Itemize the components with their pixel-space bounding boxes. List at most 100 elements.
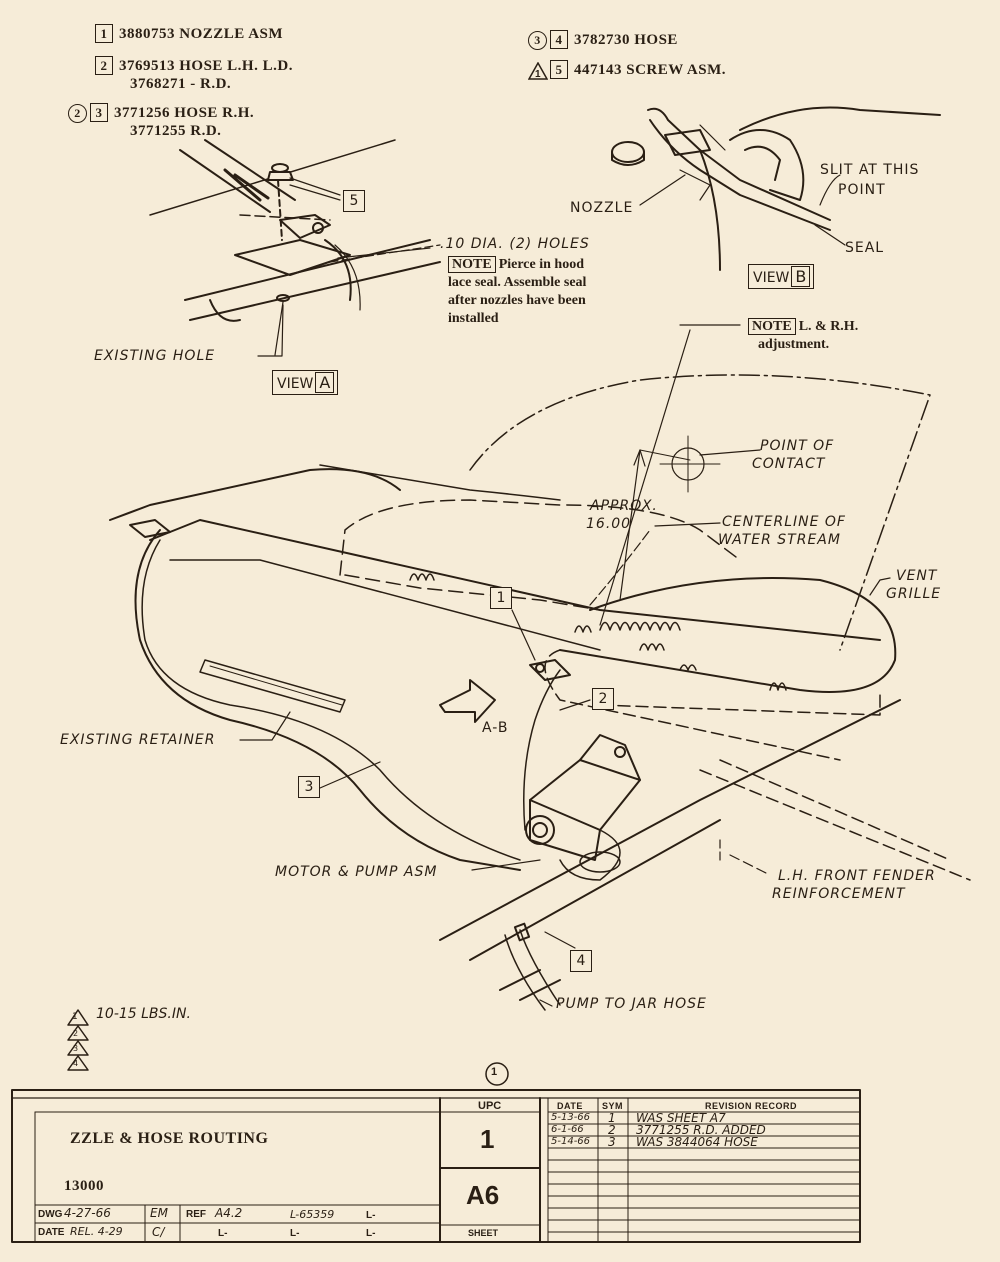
part-3-text-1: 3771256 HOSE R.H. xyxy=(114,105,255,121)
upc-value: 1 xyxy=(480,1124,495,1154)
sheet-circle-number: 1 xyxy=(491,1066,498,1078)
part-4-text: 3782730 HOSE xyxy=(574,32,678,48)
l-blank-2: L- xyxy=(218,1228,228,1239)
part-4-marker: 3 xyxy=(528,31,547,50)
group-value: A6 xyxy=(466,1180,500,1210)
rev-3-date: 5-14-66 xyxy=(551,1136,591,1147)
torque-marker: 1 xyxy=(72,1012,78,1022)
ab-label: A-B xyxy=(482,720,509,736)
rev-1-date: 5-13-66 xyxy=(551,1112,591,1123)
view-b-drawing xyxy=(611,106,941,271)
view-a-note-line-4: installed xyxy=(448,311,499,326)
slit-label-2: POINT xyxy=(838,182,886,198)
rel-value: REL. 4-29 xyxy=(70,1225,123,1238)
sym-col-header: SYM xyxy=(602,1101,624,1111)
part-box-5: 5 xyxy=(550,60,568,79)
view-a-note-tag: NOTE xyxy=(448,256,496,273)
part-3-marker: 2 xyxy=(68,104,87,123)
view-b-letter: B xyxy=(791,266,811,287)
flag-marker-3: 3 xyxy=(73,1044,79,1053)
part-1-text: 3880753 NOZZLE ASM xyxy=(119,26,284,42)
main-note-line-1: L. & R.H. xyxy=(798,319,859,334)
drawing-title: ZZLE & HOSE ROUTING xyxy=(70,1130,269,1147)
callout-3: 3 xyxy=(298,776,320,798)
seal-label: SEAL xyxy=(845,240,885,256)
torque-text: 10-15 LBS.IN. xyxy=(96,1006,191,1022)
part-row-2: 2 3769513 HOSE L.H. L.D. xyxy=(95,56,293,75)
view-a-word: VIEW xyxy=(277,376,314,392)
lh-fender-label-1: L.H. FRONT FENDER xyxy=(778,868,936,884)
l-blank-3: L- xyxy=(290,1228,300,1239)
vent-label-2: GRILLE xyxy=(886,586,942,602)
part-box-1: 1 xyxy=(95,24,113,43)
approx-label-1: APPROX. xyxy=(590,498,658,514)
date-col-header: DATE xyxy=(557,1101,583,1111)
rev-2-text: 3771255 R.D. ADDED xyxy=(636,1123,766,1137)
view-a-note-line-1: Pierce in hood xyxy=(498,257,584,272)
part-row-1: 1 3880753 NOZZLE ASM xyxy=(95,24,283,43)
rel-by: C/ xyxy=(152,1225,165,1239)
dwg-by: EM xyxy=(150,1206,168,1220)
drawing-number: 13000 xyxy=(64,1178,104,1194)
nozzle-label: NOZZLE xyxy=(570,200,634,216)
existing-hole-label: EXISTING HOLE xyxy=(94,348,216,364)
rev-1-sym: 1 xyxy=(608,1111,616,1125)
part-box-3: 3 xyxy=(90,103,108,122)
part-2-text-2: 3768271 - R.D. xyxy=(130,76,232,92)
holes-label: .10 DIA. (2) HOLES xyxy=(440,236,590,252)
rev-2-sym: 2 xyxy=(608,1123,616,1137)
dwg-label: DWG xyxy=(38,1209,63,1220)
rev-2-date: 6-1-66 xyxy=(551,1124,584,1135)
view-b-word: VIEW xyxy=(753,270,790,286)
l-number: L-65359 xyxy=(290,1208,335,1221)
part-box-2: 2 xyxy=(95,56,113,75)
point-of-contact-1: POINT OF xyxy=(760,438,835,454)
part-3-text-2: 3771255 R.D. xyxy=(130,123,222,139)
slit-label-1: SLIT AT THIS xyxy=(820,162,920,178)
approx-label-2: 16.00 xyxy=(586,516,632,532)
l-blank-1: L- xyxy=(366,1210,376,1221)
existing-retainer-label: EXISTING RETAINER xyxy=(60,732,216,748)
part-box-4: 4 xyxy=(550,30,568,49)
sheet-label: SHEET xyxy=(468,1228,499,1238)
callout-4: 4 xyxy=(570,950,592,972)
upc-label: UPC xyxy=(478,1100,502,1112)
callout-1: 1 xyxy=(490,587,512,609)
rev-1-text: WAS SHEET A7 xyxy=(636,1111,726,1125)
main-note-tag: NOTE xyxy=(748,318,796,335)
part-5-marker: 1 xyxy=(528,61,548,80)
vent-label-1: VENT xyxy=(896,568,938,584)
view-a-note-line-3: after nozzles have been xyxy=(448,293,586,308)
ref-label: REF xyxy=(186,1209,206,1220)
rev-3-text: WAS 3844064 HOSE xyxy=(636,1135,758,1149)
view-a-drawing xyxy=(149,139,441,356)
l-blank-4: L- xyxy=(366,1228,376,1239)
revision-col-header: REVISION RECORD xyxy=(705,1101,798,1111)
title-block-frame xyxy=(11,1062,861,1243)
flag-stack xyxy=(67,1009,89,1071)
ref-value: A4.2 xyxy=(215,1206,243,1220)
view-a-note-line-2: lace seal. Assemble seal xyxy=(448,275,587,290)
lh-fender-label-2: REINFORCEMENT xyxy=(772,886,906,902)
point-of-contact-2: CONTACT xyxy=(752,456,826,472)
flag-marker-4: 4 xyxy=(73,1059,79,1068)
rev-3-sym: 3 xyxy=(608,1135,616,1149)
centerline-label-1: CENTERLINE OF xyxy=(722,514,846,530)
part-2-text-1: 3769513 HOSE L.H. L.D. xyxy=(119,58,293,74)
dwg-date: 4-27-66 xyxy=(64,1206,111,1220)
callout-5: 5 xyxy=(343,190,365,212)
motor-pump-label: MOTOR & PUMP ASM xyxy=(275,864,438,880)
pump-to-jar-label: PUMP TO JAR HOSE xyxy=(556,996,707,1012)
main-view-drawing xyxy=(109,324,971,1011)
view-a-letter: A xyxy=(315,372,335,393)
flag-marker-2: 2 xyxy=(73,1029,79,1038)
